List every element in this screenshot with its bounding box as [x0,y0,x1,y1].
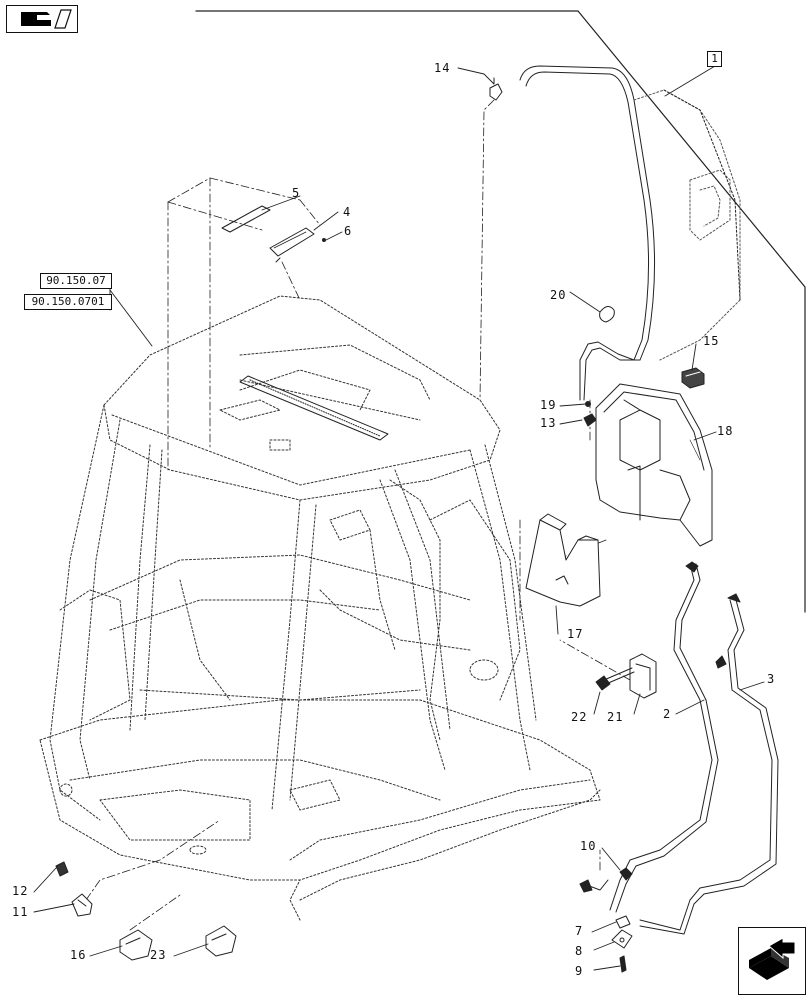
handle-16 [119,929,153,961]
bracket-21 [629,653,657,699]
callout-13: 13 [540,416,557,430]
roof-clip-4 [269,227,326,263]
catalog-nav-button[interactable] [6,5,78,33]
reference-box-90-150-07[interactable]: 90.150.07 [40,273,112,289]
latch-15 [681,367,705,389]
bolt-9 [619,955,627,973]
callout-19: 19 [540,398,557,412]
callout-23: 23 [150,948,167,962]
tube-2 [609,561,719,913]
reference-box-90-150-0701[interactable]: 90.150.0701 [24,294,112,310]
callout-15: 15 [703,334,720,348]
handle-23 [205,925,237,957]
next-page-arrow-icon [749,937,796,980]
window-glass [633,89,741,361]
gasket-20 [599,306,615,323]
washer-7 [615,915,631,929]
side-window-rail [519,65,656,401]
callout-22: 22 [571,710,588,724]
cap-12 [55,861,69,877]
callout-17: 17 [567,627,584,641]
screw-22 [595,667,635,691]
callout-10: 10 [580,839,597,853]
roof-rail [239,375,389,441]
callout-9: 9 [575,964,584,978]
cab-frame [39,295,601,921]
callout-7: 7 [575,924,584,938]
tube-3 [639,593,779,935]
clip-14 [489,77,503,101]
catalog-book-icon [21,9,72,29]
callout-3: 3 [767,672,776,686]
callout-8: 8 [575,944,584,958]
callout-20: 20 [550,288,567,302]
roof-clip-5 [221,205,271,233]
callout-14: 14 [434,61,451,75]
clamp-8 [611,929,633,949]
callout-12: 12 [12,884,29,898]
rear-panel-18 [595,383,713,547]
nut-10 [619,867,633,881]
callout-21: 21 [607,710,624,724]
nut-13 [583,413,597,427]
knob-11 [71,893,93,917]
callout-18: 18 [717,424,734,438]
callout-6: 6 [344,224,353,238]
callout-2: 2 [663,707,672,721]
part-1-box: 1 [707,51,722,67]
callout-4: 4 [343,205,352,219]
callout-5: 5 [292,186,301,200]
next-page-button[interactable] [738,927,806,995]
callout-16: 16 [70,948,87,962]
callout-11: 11 [12,905,29,919]
cup-holder-17 [525,513,601,607]
